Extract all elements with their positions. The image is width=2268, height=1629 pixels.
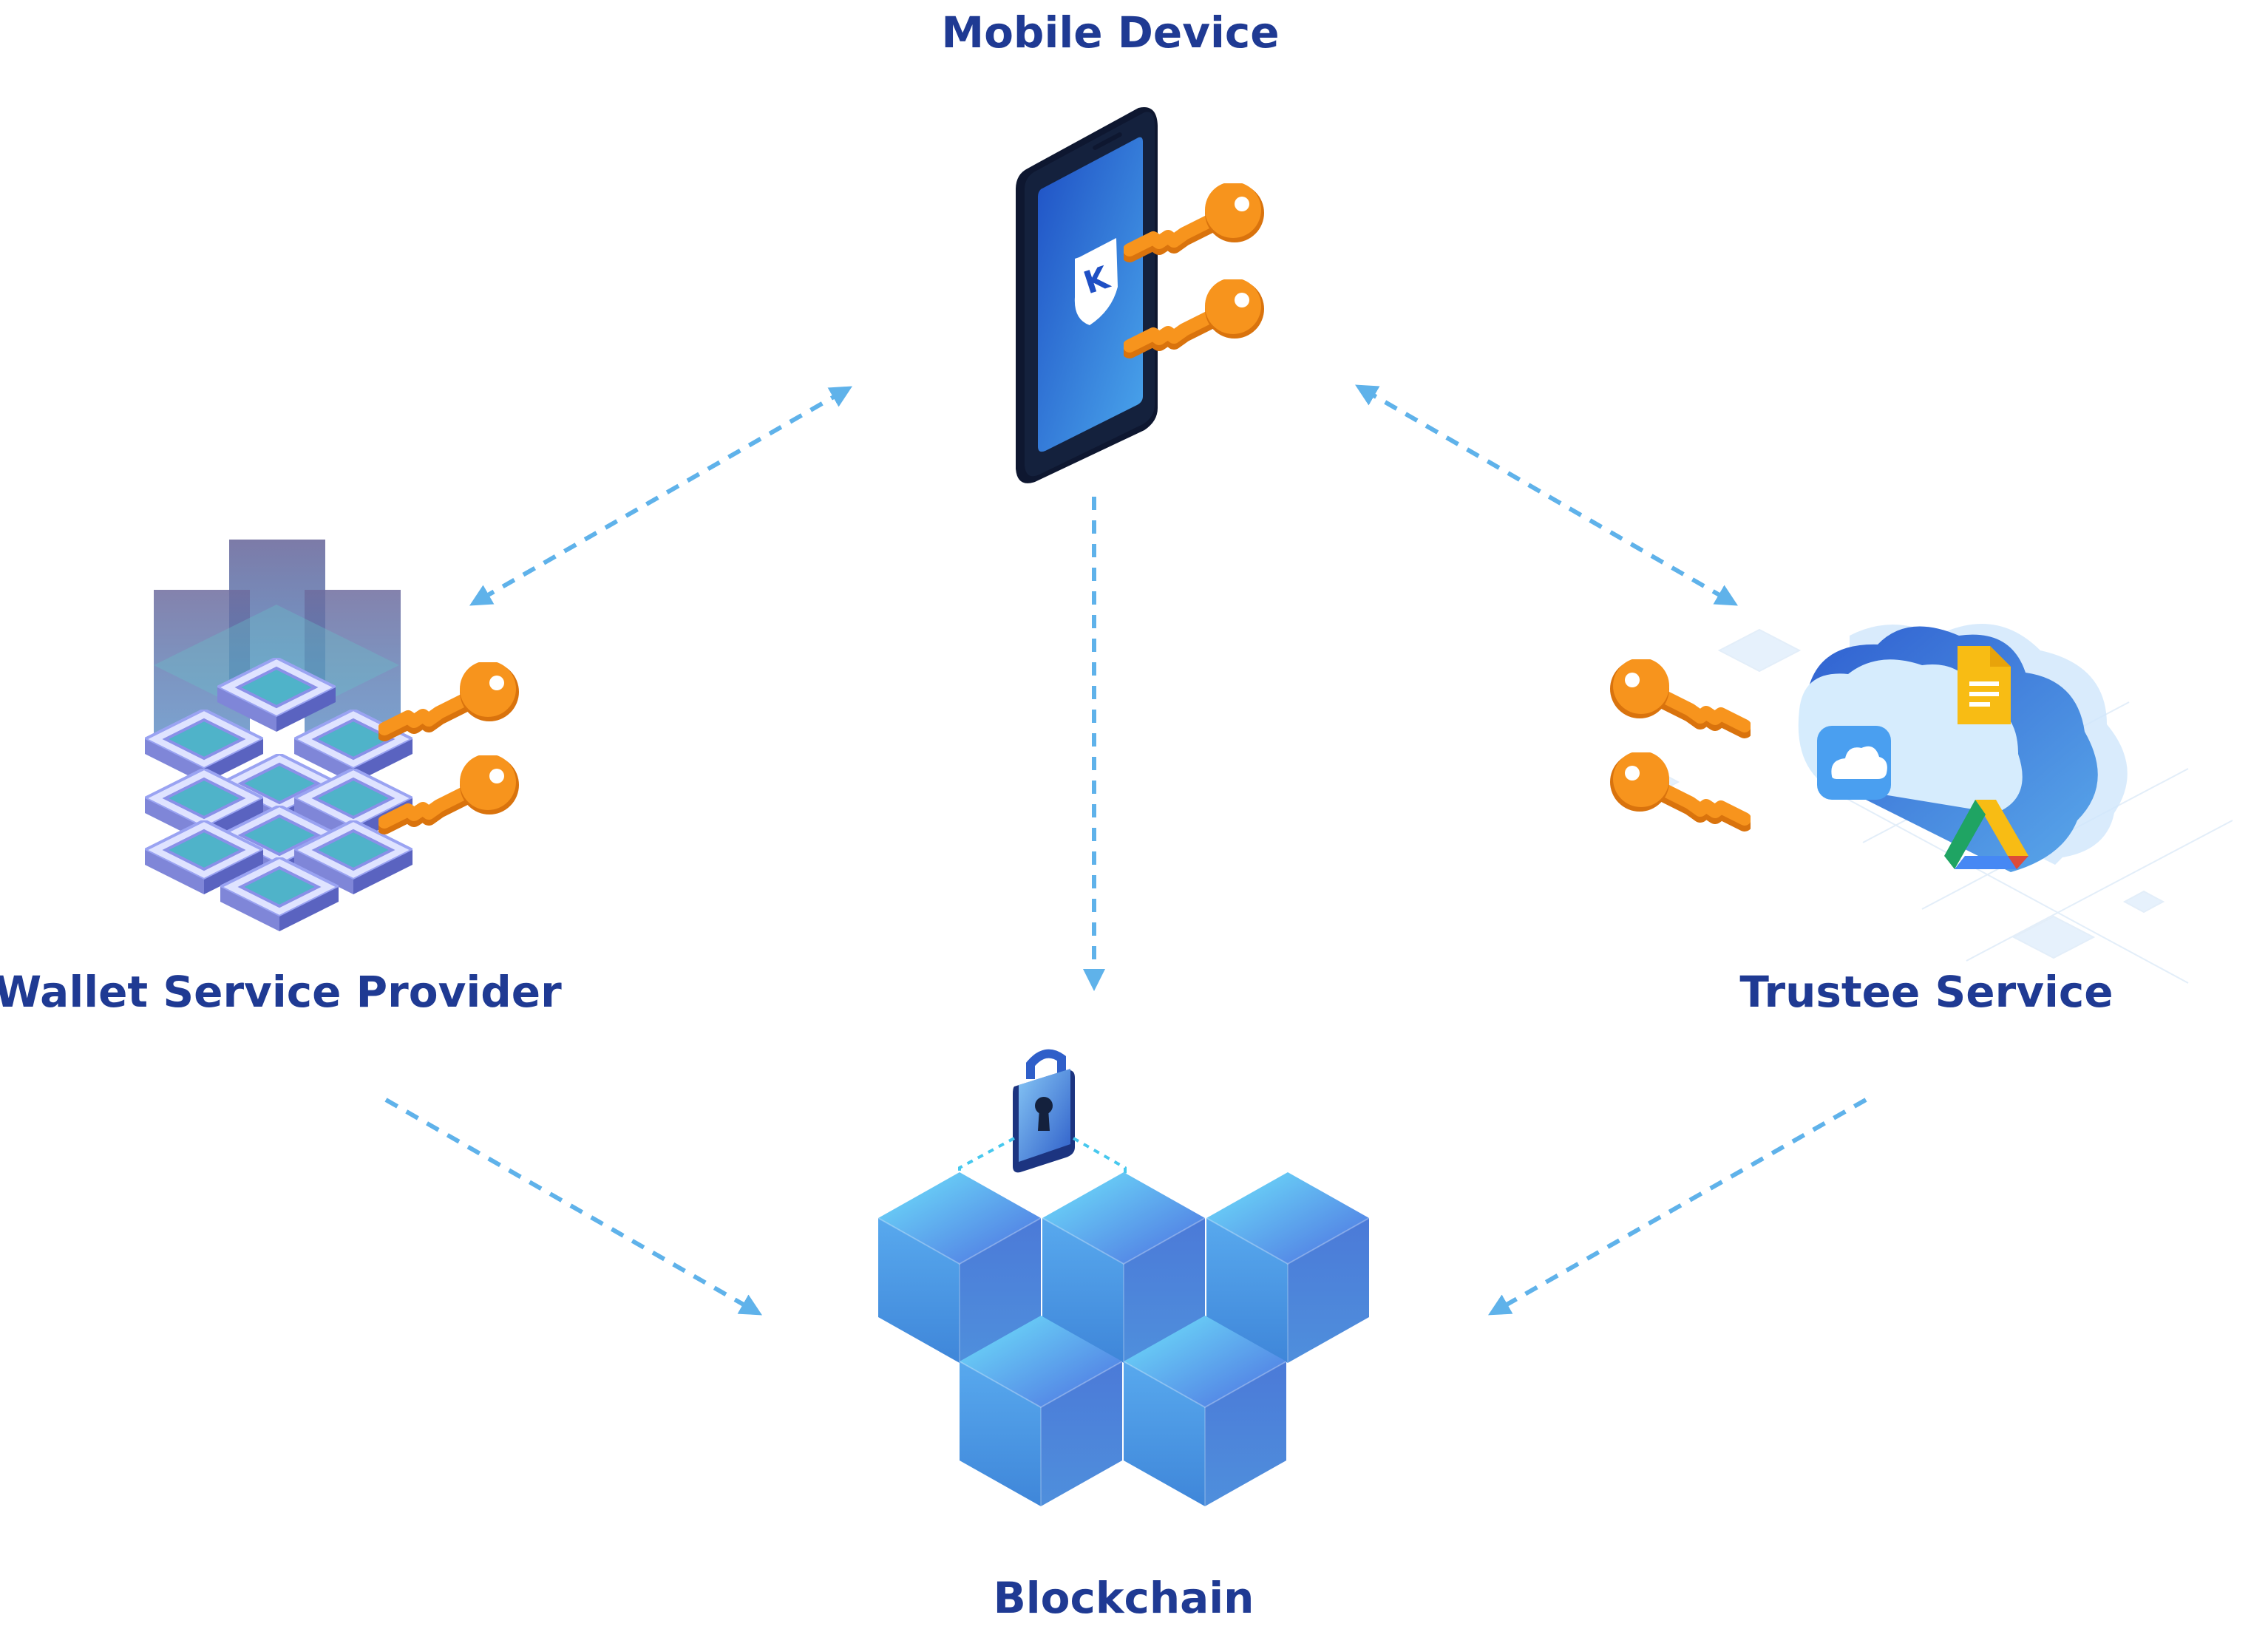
trustee-service-node: Trustee Service [1610, 624, 2233, 1017]
server-stack-icon [145, 540, 412, 933]
blockchain-cubes-icon [878, 1172, 1369, 1507]
document-file-icon [1958, 646, 2011, 724]
key-icon [1610, 658, 1745, 730]
blockchain-node: Blockchain [878, 1049, 1369, 1623]
edge-trustee-blockchain [1487, 1098, 1867, 1316]
wallet-service-provider-node: Wallet Service Provider [0, 540, 562, 1017]
edge-wallet-blockchain [384, 1098, 763, 1316]
connection-arrows [384, 384, 1867, 1316]
mobile-device-node: K Mobile Device [941, 7, 1280, 483]
mobile-device-label: Mobile Device [941, 7, 1279, 58]
blockchain-label: Blockchain [994, 1573, 1254, 1623]
lock-icon [958, 1049, 1127, 1212]
smartphone-icon: K [1016, 107, 1158, 483]
key-icon [384, 754, 519, 826]
edge-mobile-trustee [1355, 384, 1738, 606]
key-icon [1610, 751, 1745, 823]
trustee-service-label: Trustee Service [1739, 967, 2113, 1017]
drive-icon [1944, 800, 2028, 869]
wallet-service-provider-label: Wallet Service Provider [0, 967, 562, 1017]
key-icon [384, 661, 519, 733]
cloud-storage-icon [1798, 624, 2128, 872]
edge-mobile-wallet [469, 386, 853, 606]
